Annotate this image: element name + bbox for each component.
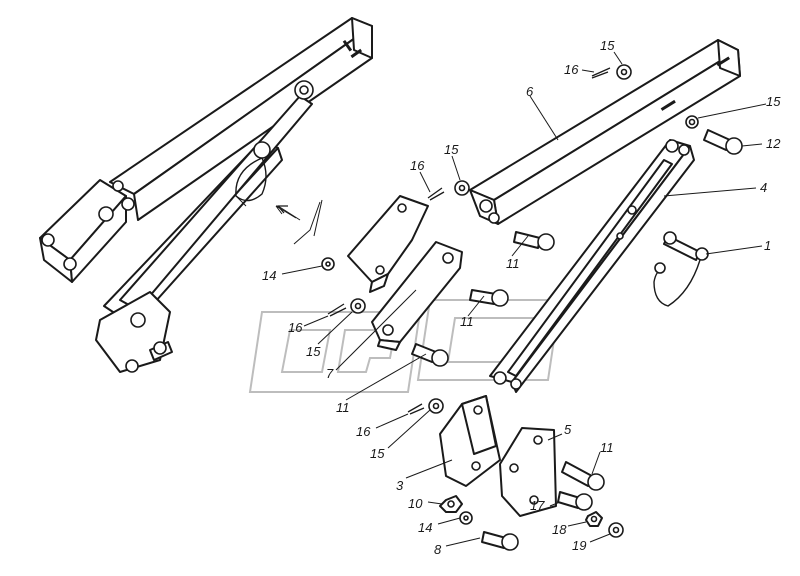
- link-plate-7: [371, 241, 463, 351]
- washer-19: [608, 522, 624, 538]
- washer-15-left: [327, 298, 366, 317]
- left-chain: [235, 157, 267, 202]
- nut-14-left: [321, 257, 335, 271]
- bolt-11-c: [411, 343, 449, 367]
- callout-12: 12: [766, 136, 781, 151]
- callout-11-a: 11: [506, 256, 520, 271]
- bolt-17: [557, 491, 593, 511]
- bolt-12: [685, 115, 743, 155]
- callout-16-top: 16: [564, 62, 579, 77]
- bolt-11-b: [469, 289, 509, 307]
- leader-lines: [281, 51, 767, 547]
- callout-8: 8: [434, 542, 442, 557]
- callout-11-d: 11: [600, 440, 614, 455]
- callout-16-mid: 16: [410, 158, 425, 173]
- callout-16-low: 16: [356, 424, 371, 439]
- callout-10: 10: [408, 496, 423, 511]
- callout-1: 1: [764, 238, 771, 253]
- plate-5: [499, 427, 557, 517]
- callout-5: 5: [564, 422, 572, 437]
- callout-11-c: 11: [336, 400, 350, 415]
- right-beam: [469, 39, 741, 225]
- callout-11-b: 11: [460, 314, 474, 329]
- callout-14-bottom: 14: [418, 520, 432, 535]
- callout-6: 6: [526, 84, 534, 99]
- callout-15-left: 15: [306, 344, 321, 359]
- bolt-11-a: [513, 231, 555, 251]
- bolt-11-d: [561, 461, 605, 491]
- callout-15-low: 15: [370, 446, 385, 461]
- callout-4: 4: [760, 180, 767, 195]
- assembly-arrow: [275, 201, 321, 245]
- callout-15-right: 15: [766, 94, 781, 109]
- upper-bracket: [347, 195, 429, 293]
- washer-14-bottom: [459, 511, 473, 525]
- washer-and-cotter-mid: [427, 180, 470, 201]
- bolt-8: [481, 531, 519, 551]
- pin-with-chain: [653, 231, 709, 307]
- nut-18: [585, 511, 603, 527]
- callout-18: 18: [552, 522, 567, 537]
- right-strut: [489, 139, 695, 393]
- nut-10: [439, 495, 463, 513]
- callout-16-left: 16: [288, 320, 303, 335]
- callouts: 15 16 15 6 12 4 1 16 15 11 11 14 16 15 7…: [262, 38, 781, 557]
- callout-14-left: 14: [262, 268, 276, 283]
- callout-3: 3: [396, 478, 404, 493]
- washer-and-cotter-top: [591, 64, 632, 80]
- callout-15-mid: 15: [444, 142, 459, 157]
- washer-15-lower: [407, 398, 444, 415]
- callout-15-top: 15: [600, 38, 615, 53]
- callout-7: 7: [326, 366, 334, 381]
- callout-17: 17: [530, 498, 545, 513]
- callout-19: 19: [572, 538, 586, 553]
- bracket-3: [439, 395, 501, 487]
- left-assembly: [39, 17, 373, 373]
